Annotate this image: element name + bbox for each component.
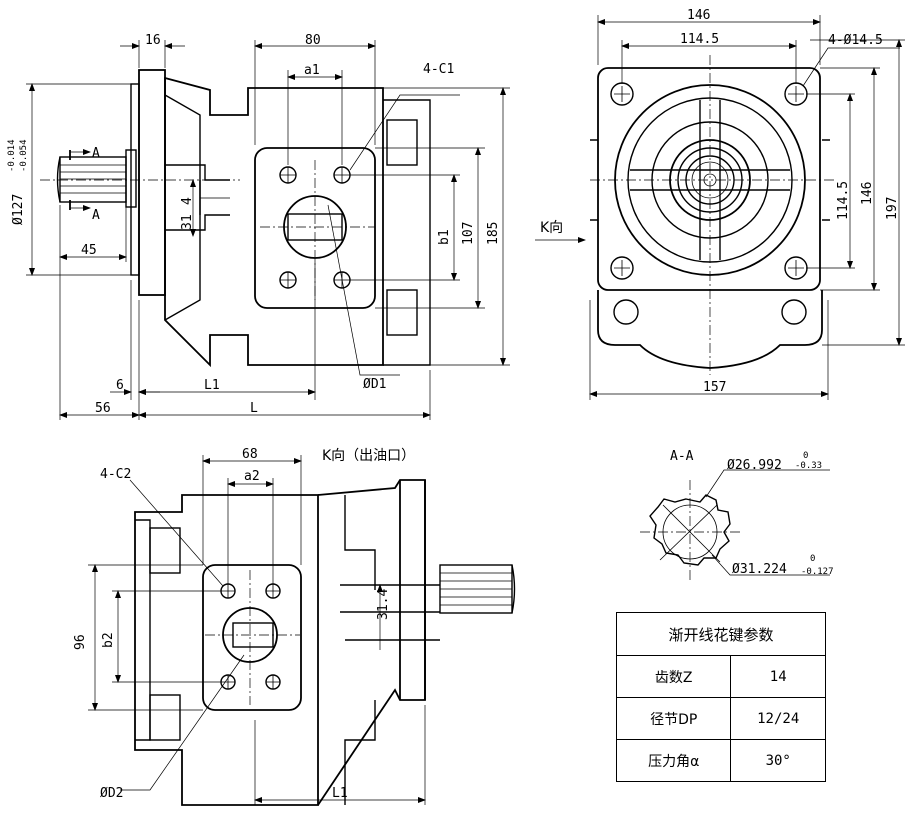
dim-major-diameter: Ø31.224 [732, 562, 787, 577]
dim-height-107: 107 [461, 222, 476, 245]
row-value-teeth: 14 [730, 655, 826, 698]
row-label-teeth: 齿数Z [615, 655, 732, 698]
label-mount-holes: 4-Ø14.5 [828, 33, 883, 48]
row-value-pitch: 12/24 [730, 697, 826, 740]
table-row: 压力角α 30° [615, 739, 826, 782]
k-view: K向（出油口） 68 a2 4-C2 96 b2 31.4 ØD2 L1 [73, 447, 516, 806]
spline-profile [649, 494, 731, 566]
label-port-bolts-c1: 4-C1 [423, 62, 454, 77]
table-header-row: 渐开线花键参数 [616, 612, 826, 656]
dim-pilot-diameter: Ø127 [11, 194, 26, 225]
front-shaft [56, 156, 127, 203]
dim-minor-tol-lower: -0.33 [795, 461, 822, 471]
table-row: 齿数Z 14 [615, 655, 826, 698]
dim-length-l1: L1 [204, 378, 220, 393]
dim-bolt-spacing-h: 114.5 [680, 32, 719, 47]
dim-bolt-spacing-v: 114.5 [836, 181, 851, 220]
k-view-title: K向（出油口） [322, 448, 415, 464]
dim-port-b2: b2 [101, 632, 116, 648]
section-mark-a-top: A [92, 146, 100, 161]
dim-shaft-height: 31 [180, 214, 195, 230]
k-port-plate [202, 564, 302, 711]
end-view: 146 114.5 4-Ø14.5 K向 114.5 146 197 157 [535, 8, 905, 400]
section-title: A-A [670, 449, 694, 464]
k-port-bolt-holes [220, 583, 281, 690]
dim-gap-6: 6 [116, 378, 124, 393]
dim-major-tol-lower: -0.127 [801, 567, 834, 577]
section-mark-a-bottom: A [92, 208, 100, 223]
row-label-pressure-angle: 压力角α [615, 739, 732, 782]
dim-pilot-tol-upper: -0.014 [7, 139, 17, 172]
label-port-d2: ØD2 [100, 786, 123, 801]
front-flange [138, 69, 166, 296]
dim-height-185: 185 [486, 222, 501, 245]
dim-k-shaft-height: 31.4 [376, 589, 391, 620]
dim-port-b1: b1 [437, 229, 452, 245]
dim-end-height-197: 197 [885, 197, 900, 220]
dim-length-l: L [250, 401, 258, 416]
spline-parameters-table: 渐开线花键参数 齿数Z 14 径节DP 12/24 压力角α 30° [615, 612, 826, 782]
dim-end-width-146: 146 [687, 8, 710, 23]
dim-minor-tol-upper: 0 [803, 451, 808, 461]
section-a-a: A-A Ø26.992 0 -0.33 Ø31.224 0 -0.127 [640, 449, 834, 580]
dim-shaft-length: 45 [81, 243, 97, 258]
dim-k-length-l1: L1 [332, 786, 348, 801]
table-row: 径节DP 12/24 [615, 697, 826, 740]
dim-major-tol-upper: 0 [810, 554, 815, 564]
table-title: 渐开线花键参数 [616, 612, 826, 656]
label-port-d1: ØD1 [363, 377, 386, 392]
dim-k-height-96: 96 [73, 634, 88, 650]
label-view-k: K向 [540, 220, 563, 236]
label-port-bolts-c2: 4-C2 [100, 467, 131, 482]
row-label-pitch: 径节DP [615, 697, 732, 740]
dim-end-height-146: 146 [860, 182, 875, 205]
dim-port-a2: a2 [244, 469, 260, 484]
dim-pilot-tol-lower: -0.054 [19, 139, 29, 172]
dim-base-width-157: 157 [703, 380, 726, 395]
dim-k-body-width: 68 [242, 447, 258, 462]
dim-flange-thickness: 16 [145, 33, 161, 48]
dim-body-width: 80 [305, 33, 321, 48]
row-value-pressure-angle: 30° [730, 739, 826, 782]
end-flange-square [597, 67, 821, 291]
dim-shaft-56: 56 [95, 401, 111, 416]
front-view: 16 80 a1 4-C1 -0.014 -0.054 Ø127 A A 4 3… [7, 33, 510, 420]
dim-port-a1: a1 [304, 63, 320, 78]
dim-shaft-offset: 4 [180, 197, 195, 205]
dim-minor-diameter: Ø26.992 [727, 458, 782, 473]
